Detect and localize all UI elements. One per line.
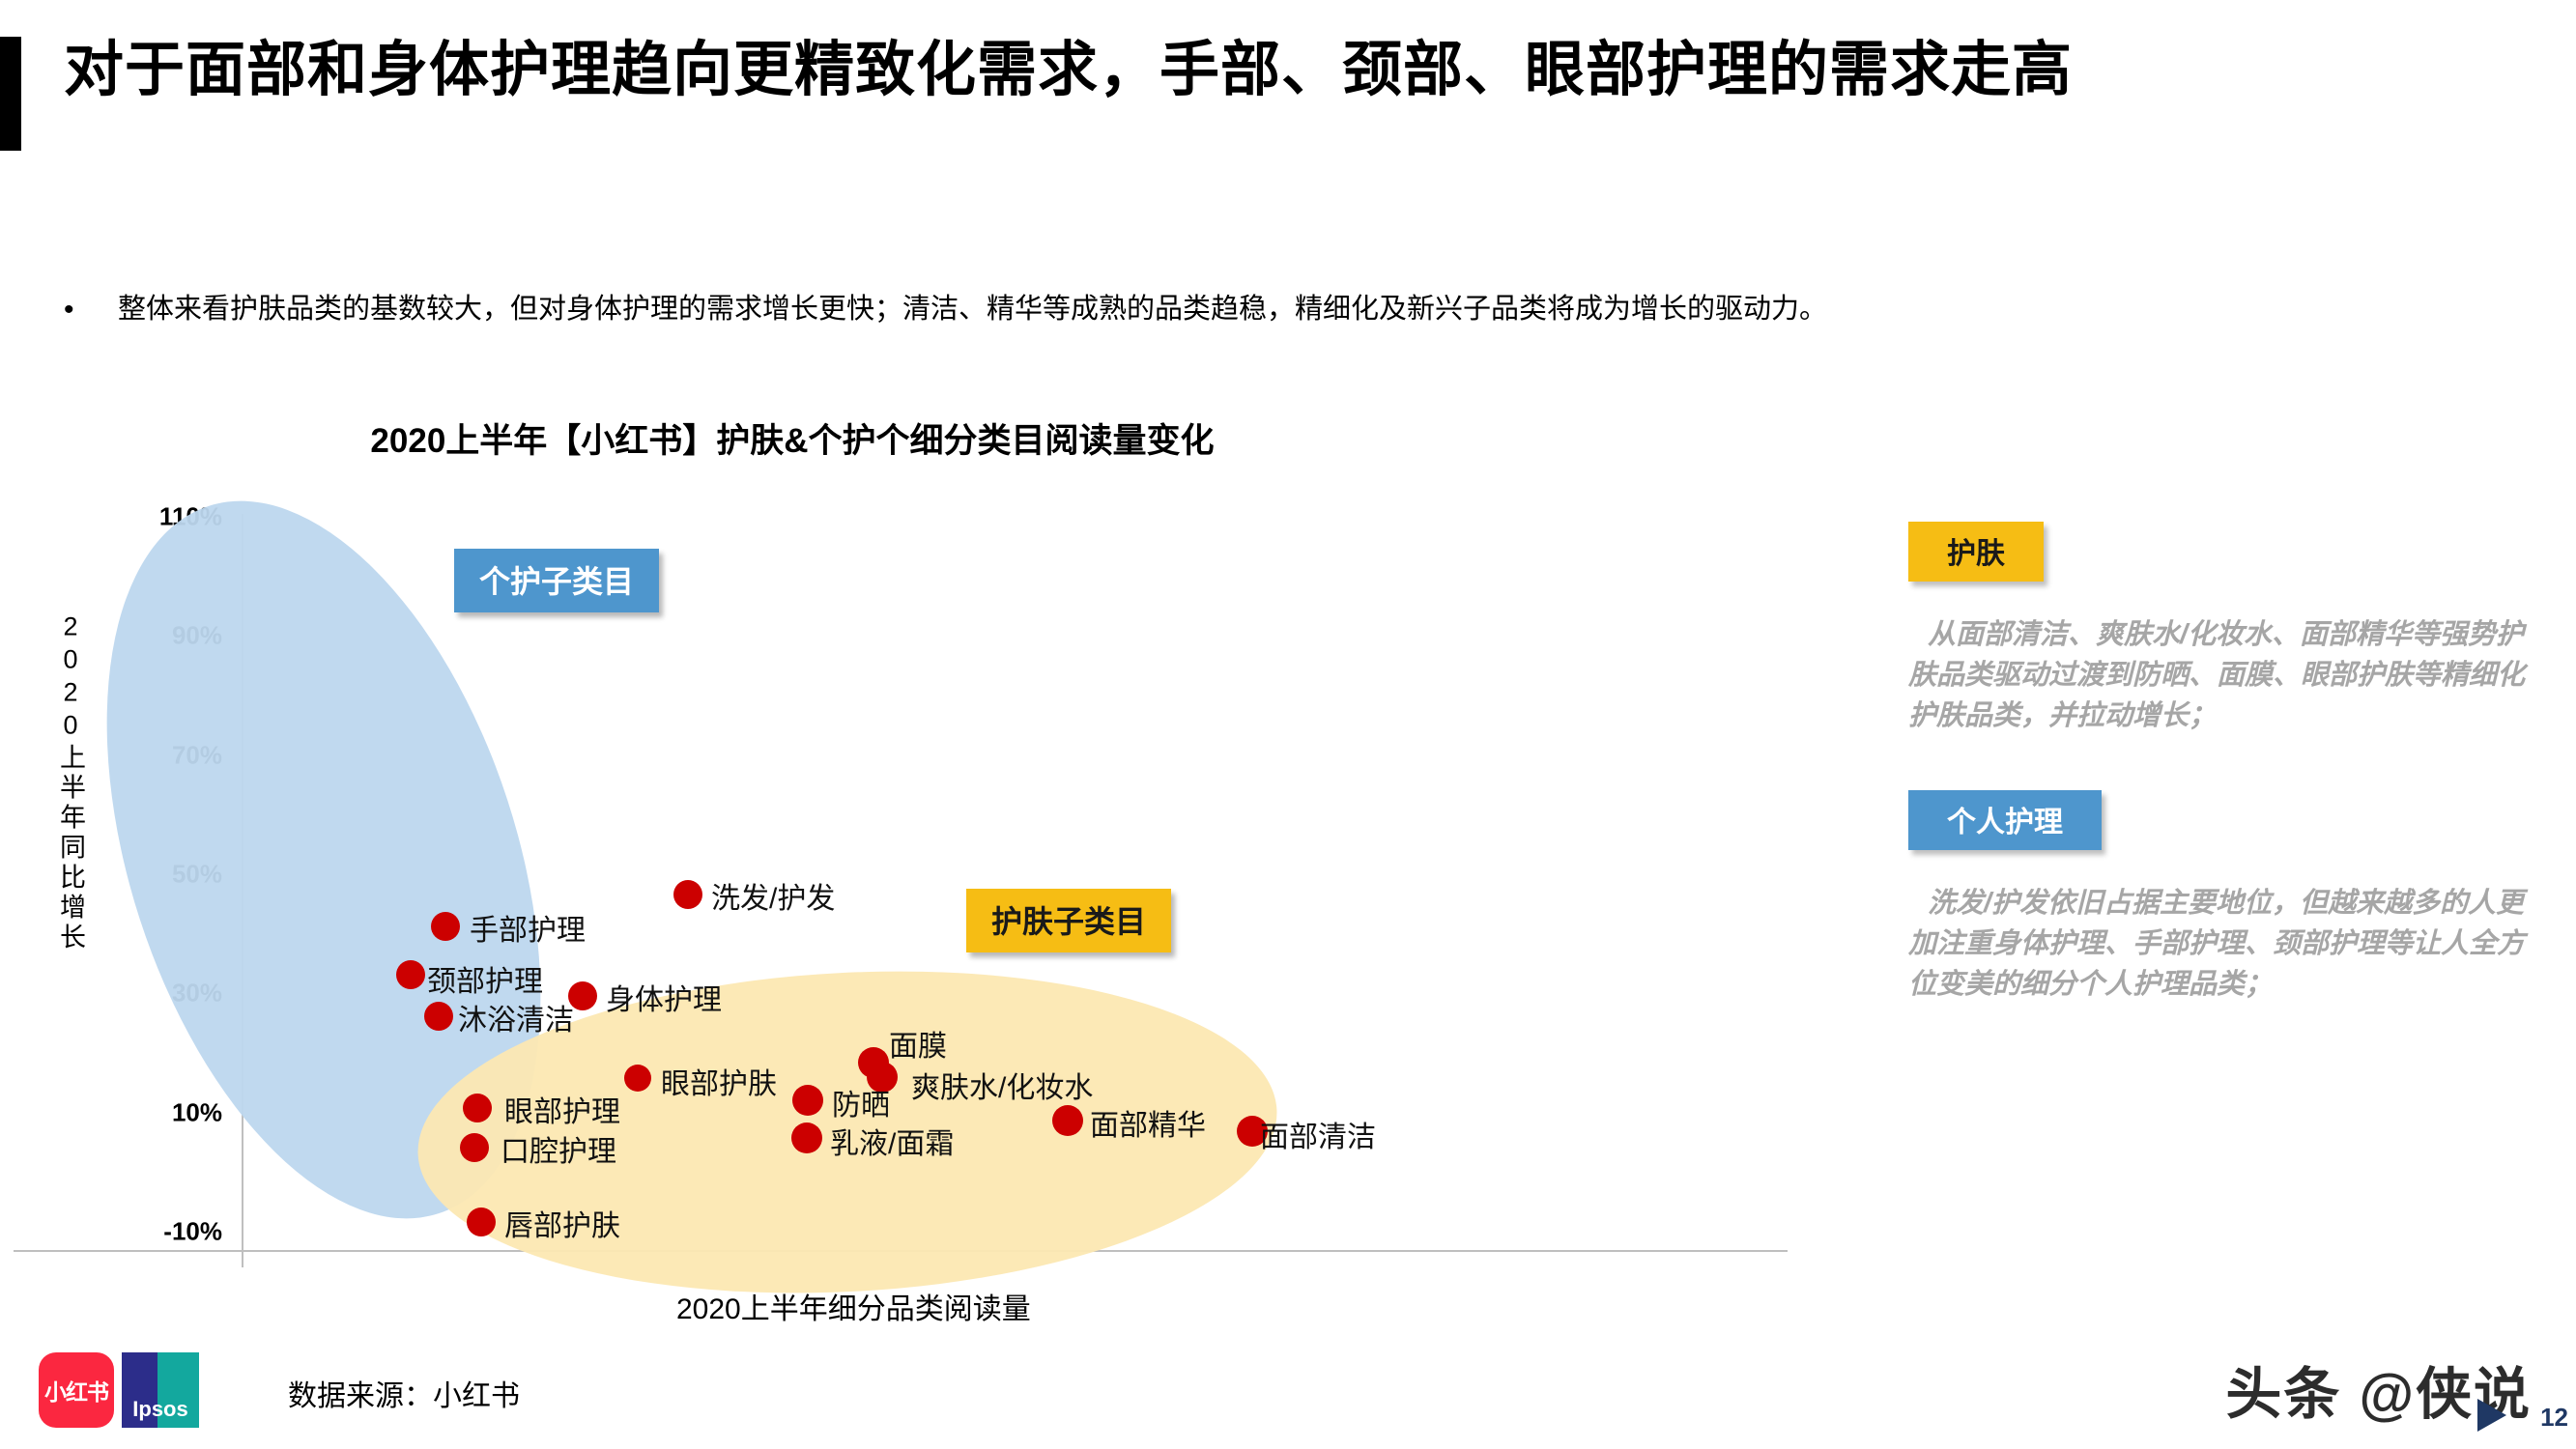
scatter-point-label: 眼部护理 [504, 1096, 620, 1128]
scatter-point[interactable] [460, 1133, 489, 1162]
insight-body-skincare: 从面部清洁、爽肤水/化妆水、面部精华等强势护肤品类驱动过渡到防晒、面膜、眼部护肤… [1908, 619, 2526, 732]
scatter-point-label: 洗发/护发 [711, 883, 836, 915]
y-axis-title: 2020上半年同比增长 [56, 611, 85, 953]
scatter-point-label: 口腔护理 [501, 1136, 616, 1168]
y-tick-label: -10% [163, 1216, 222, 1246]
summary-bullet: • 整体来看护肤品类的基数较大，但对身体护理的需求增长更快；清洁、精华等成熟的品… [64, 290, 2112, 331]
scatter-point[interactable] [463, 1094, 492, 1122]
bullet-marker: • [64, 294, 74, 326]
page-number: 12 [2540, 1403, 2568, 1432]
scatter-point[interactable] [467, 1208, 496, 1236]
scatter-point[interactable] [1237, 1116, 1268, 1147]
scatter-point-label: 爽肤水/化妆水 [911, 1072, 1094, 1104]
scatter-point[interactable] [792, 1085, 823, 1116]
bullet-text: 整体来看护肤品类的基数较大，但对身体护理的需求增长更快；清洁、精华等成熟的品类趋… [118, 294, 1828, 325]
x-axis-title: 2020上半年细分品类阅读量 [676, 1293, 1031, 1325]
scatter-point[interactable] [791, 1122, 822, 1153]
scatter-point-label: 眼部护肤 [661, 1068, 777, 1100]
plot-area: 洗发/护发手部护理颈部护理沐浴清洁身体护理眼部护肤眼部护理口腔护理唇部护肤 面膜爽… [24, 446, 1788, 1315]
scatter-point[interactable] [673, 880, 702, 909]
scatter-point-label: 乳液/面霜 [830, 1128, 955, 1160]
scatter-point-label: 面部清洁 [1260, 1122, 1376, 1153]
scatter-point[interactable] [424, 1002, 453, 1031]
badge-skincare: 护肤子类目 [966, 889, 1172, 952]
title-accent-bar [0, 37, 21, 151]
insight-tag-skincare: 护肤 [1908, 522, 2044, 582]
insight-panel: 护肤 从面部清洁、爽肤水/化妆水、面部精华等强势护肤品类驱动过渡到防晒、面膜、眼… [1908, 522, 2546, 1005]
xiaohongshu-logo: 小红书 [39, 1352, 114, 1428]
scatter-point-label: 颈部护理 [427, 966, 543, 998]
badge-personal-care: 个护子类目 [454, 549, 660, 612]
scatter-point[interactable] [1052, 1105, 1083, 1136]
insight-body-personal-care: 洗发/护发依旧占据主要地位，但越来越多的人更加注重身体护理、手部护理、颈部护理等… [1908, 888, 2526, 1001]
data-source-note: 数据来源：小红书 [288, 1380, 520, 1412]
scatter-point[interactable] [431, 912, 460, 941]
scatter-point[interactable] [396, 960, 425, 989]
page-title: 对于面部和身体护理趋向更精致化需求，手部、颈部、眼部护理的需求走高 [64, 37, 2074, 103]
insight-tag-personal-care: 个人护理 [1908, 790, 2102, 851]
scatter-point-label: 沐浴清洁 [458, 1005, 574, 1037]
chart-title: 2020上半年【小红书】护肤&个护个细分类目阅读量变化 [370, 422, 1215, 460]
ipsos-logo: Ipsos [122, 1352, 199, 1428]
footer: 小红书 Ipsos 数据来源：小红书 头条 @侠说 12 [0, 1343, 2576, 1449]
scatter-point-label: 面膜 [889, 1031, 947, 1063]
scatter-point-label: 面部精华 [1090, 1110, 1206, 1142]
scatter-point-label: 唇部护肤 [504, 1210, 620, 1242]
play-triangle-icon [2477, 1399, 2506, 1432]
y-tick-label: 10% [171, 1097, 222, 1127]
scatter-chart: 2020上半年【小红书】护肤&个护个细分类目阅读量变化 2020上半年同比增长 … [0, 406, 1894, 1333]
scatter-point-label: 手部护理 [470, 915, 586, 947]
scatter-point[interactable] [867, 1062, 898, 1093]
scatter-point[interactable] [624, 1065, 651, 1092]
scatter-point-label: 身体护理 [606, 984, 722, 1016]
scatter-point[interactable] [568, 981, 597, 1010]
scatter-point-label: 防晒 [832, 1090, 890, 1122]
